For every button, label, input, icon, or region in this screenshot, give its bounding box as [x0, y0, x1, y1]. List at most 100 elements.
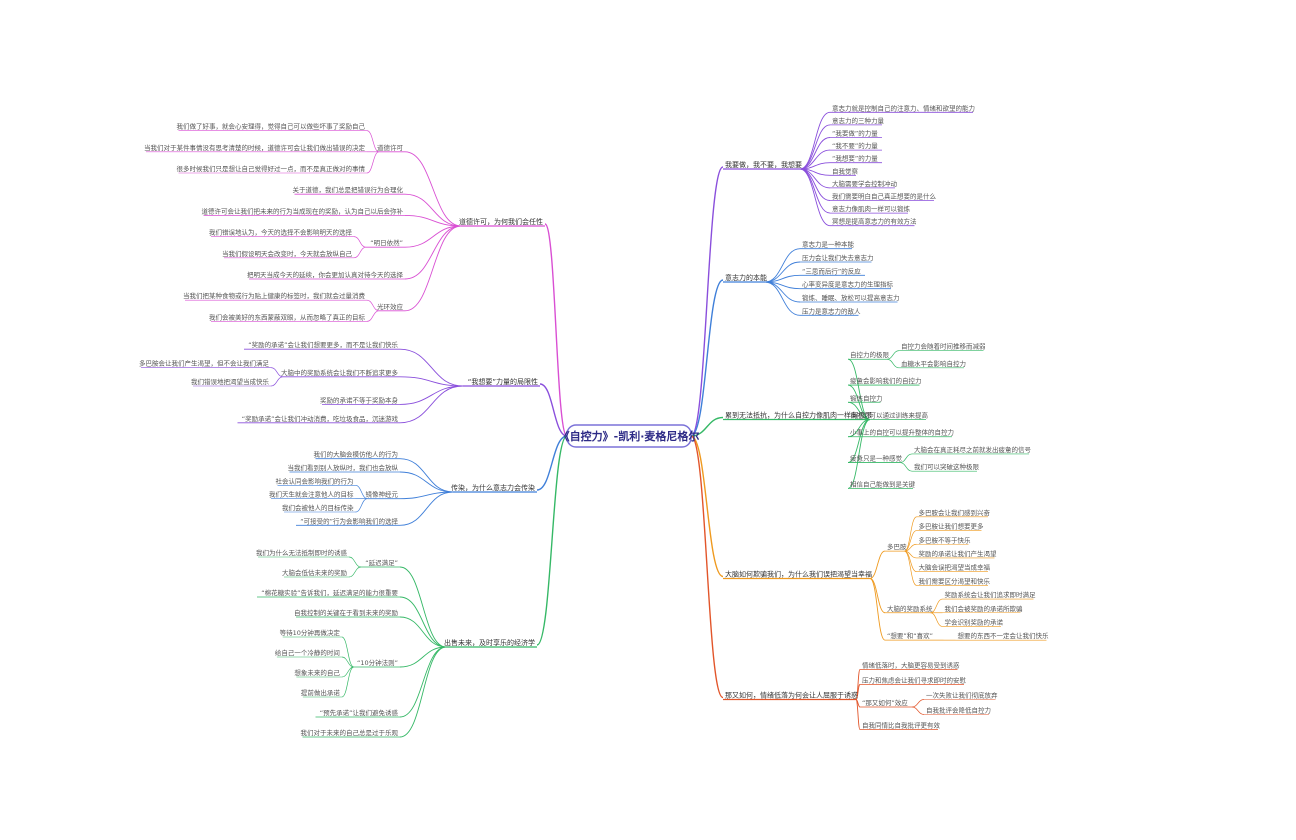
grandchild-node-label[interactable]: 我们天生就会注意他人的目标	[269, 490, 354, 499]
grandchild-node-label[interactable]: 血糖水平会影响自控力	[901, 359, 966, 368]
grandchild-node-label[interactable]: 等待10分钟再做决定	[280, 628, 341, 637]
grandchild-node-label[interactable]: 我们会被奖励的承诺所欺骗	[945, 604, 1024, 613]
child-node-label[interactable]: 意志力是一种本能	[802, 240, 855, 249]
branch-label[interactable]: 传染，为什么意志力会传染	[451, 483, 535, 492]
child-node-label[interactable]: 道德许可会让我们把未来的行为当成现在的奖励，认为自己以后会弥补	[202, 206, 404, 215]
child-node-label[interactable]: 意志力像肌肉一样可以锻炼	[832, 204, 911, 213]
grandchild-node-label[interactable]: 我们会被美好的东西蒙蔽双眼，从而忽略了真正的目标	[209, 312, 366, 321]
grandchild-node-label[interactable]: 多巴胺会让我们产生渴望，但不会让我们满足	[139, 359, 270, 368]
link-line	[855, 699, 861, 730]
child-node-label[interactable]: 心率变异度是意志力的生理指标	[802, 280, 894, 289]
child-node-label[interactable]: “10分钟法则”	[357, 658, 398, 667]
grandchild-node-label[interactable]: 奖励系统会让我们追求即时满足	[945, 590, 1037, 599]
child-node-label[interactable]: 冥想是提高意志力的有效方法	[832, 217, 917, 226]
child-node-label[interactable]: “延迟满足”	[365, 558, 398, 567]
child-node-label[interactable]: 多巴胺	[887, 542, 907, 551]
child-node-label[interactable]: 镜像神经元	[366, 490, 399, 499]
child-node-label[interactable]: 自我觉察	[832, 166, 859, 175]
grandchild-node-label[interactable]: 多巴胺让我们想要更多	[919, 522, 985, 531]
link-line	[764, 281, 801, 316]
branch-label[interactable]: 意志力的本能	[725, 273, 767, 282]
grandchild-node-label[interactable]: 社会认同会影响我们的行为	[276, 476, 354, 485]
grandchild-node-label[interactable]: 当我们把某种食物或行为贴上健康的标签时，我们就会过量消费	[183, 291, 366, 300]
child-node-label[interactable]: “奖励的承诺”会让我们想要更多，而不是让我们快乐	[248, 340, 398, 349]
child-node-label[interactable]: 光环效应	[377, 302, 404, 311]
child-node-label[interactable]: 奖励的承诺不等于奖励本身	[320, 395, 399, 404]
link-line	[869, 578, 886, 641]
child-node-label[interactable]: 自控力可以通过训练来提高	[850, 411, 929, 420]
branch-label[interactable]: 我要做，我不要，我想要	[725, 160, 802, 169]
grandchild-node-label[interactable]: 当我们假设明天会改变时，今天就会放纵自己	[222, 249, 353, 258]
child-node-label[interactable]: “三思而后行”的反应	[802, 266, 861, 275]
grandchild-node-label[interactable]: 自我批评会降低自控力	[926, 706, 991, 715]
child-node-label[interactable]: 情绪低落时，大脑更容易受到诱惑	[862, 661, 960, 670]
branch-label[interactable]: “我想要”力量的局限性	[468, 377, 538, 386]
grandchild-node-label[interactable]: 我们需要区分渴望和快乐	[919, 576, 991, 585]
child-node-label[interactable]: 疲惫会影响我们的自控力	[850, 376, 922, 385]
child-node-label[interactable]: 大脑需要学会控制冲动	[832, 179, 898, 188]
child-node-label[interactable]: 关于道德，我们总是把错误行为合理化	[293, 185, 404, 194]
grandchild-node-label[interactable]: 很多时候我们只是想让自己觉得好过一点，而不是真正做对的事情	[177, 164, 366, 173]
child-node-label[interactable]: “明日依然”	[370, 238, 403, 247]
child-node-label[interactable]: 我们需要明白自己真正想要的是什么	[832, 192, 937, 201]
grandchild-node-label[interactable]: 我们会被他人的目标传染	[282, 503, 354, 512]
child-node-label[interactable]: “预先承诺”让我们避免诱惑	[320, 708, 399, 717]
grandchild-node-label[interactable]: 当我们对于某件事情没有思考清楚的时候，道德许可会让我们做出错误的决定	[144, 143, 366, 152]
grandchild-node-label[interactable]: 我们错误地把渴望当成快乐	[191, 377, 270, 386]
child-node-label[interactable]: 疲惫只是一种感觉	[850, 454, 903, 463]
grandchild-node-label[interactable]: 想要的东西不一定会让我们快乐	[958, 631, 1050, 640]
grandchild-node-label[interactable]: 我们为什么无法抵制即时的诱惑	[256, 548, 348, 557]
grandchild-node-label[interactable]: 奖励的承诺让我们产生渴望	[919, 549, 998, 558]
child-node-label[interactable]: 压力会让我们失去意志力	[802, 253, 874, 262]
grandchild-node-label[interactable]: 我们做了好事，就会心安理得，觉得自己可以做些坏事了奖励自己	[177, 122, 366, 131]
link-line	[899, 453, 913, 463]
child-node-label[interactable]: 把明天当成今天的延续，你会更加认真对待今天的选择	[247, 270, 404, 279]
child-node-label[interactable]: “奖励承诺”会让我们冲动消费，吃垃圾食品，沉迷游戏	[242, 414, 399, 423]
child-node-label[interactable]: “我不要”的力量	[832, 141, 878, 150]
branch-label[interactable]: 出售未来，及时享乐的经济学	[444, 638, 535, 647]
grandchild-node-label[interactable]: 大脑会在真正耗尽之前就发出疲惫的信号	[914, 445, 1032, 454]
grandchild-node-label[interactable]: 多巴胺不等于快乐	[919, 535, 972, 544]
child-node-label[interactable]: “我想要”的力量	[832, 154, 878, 163]
child-node-label[interactable]: “那又如何”效应	[862, 698, 908, 707]
link-line	[399, 458, 454, 493]
child-node-label[interactable]: 当我们看到别人放纵时，我们也会放纵	[288, 463, 399, 472]
child-node-label[interactable]: 道德许可	[377, 143, 404, 152]
child-node-label[interactable]: 锻炼自控力	[850, 393, 883, 402]
child-node-label[interactable]: 大脑的奖励系统	[887, 604, 933, 613]
branch-label[interactable]: 累到无法抵抗，为什么自控力像肌肉一样有极限	[725, 411, 872, 420]
grandchild-node-label[interactable]: 给自己一个冷静的时间	[275, 648, 340, 657]
grandchild-node-label[interactable]: 提前做出承诺	[301, 688, 341, 697]
grandchild-node-label[interactable]: 我们错误地认为，今天的选择不会影响明天的选择	[209, 228, 353, 237]
child-node-label[interactable]: “我要做”的力量	[832, 129, 878, 138]
grandchild-node-label[interactable]: 一次失败让我们彻底放弃	[926, 691, 998, 700]
child-node-label[interactable]: 我们对于未来的自己总是过于乐观	[301, 728, 399, 737]
child-node-label[interactable]: 小事上的自控可以提升整体的自控力	[850, 428, 954, 437]
child-node-label[interactable]: “想要”和“喜欢”	[887, 631, 933, 640]
child-node-label[interactable]: 我们的大脑会模仿他人的行为	[314, 450, 399, 459]
child-node-label[interactable]: 锻炼、睡眠、放松可以提高意志力	[802, 293, 900, 302]
child-node-label[interactable]: “棉花糖实验”告诉我们，延迟满足的能力很重要	[261, 588, 398, 597]
branch-label[interactable]: 那又如何，情绪低落为何会让人屈服于诱惑	[725, 691, 858, 700]
grandchild-node-label[interactable]: 大脑会低估未来的奖励	[282, 568, 348, 577]
child-node-label[interactable]: 压力是意志力的敌人	[802, 306, 861, 315]
branch-label[interactable]: 道德许可，为何我们会任性	[459, 217, 543, 226]
child-node-label[interactable]: 意志力就是控制自己的注意力、情绪和欲望的能力	[832, 103, 975, 112]
root-node[interactable]: 《自控力》-凯利·麦格尼格尔	[559, 424, 700, 448]
child-node-label[interactable]: 自我同情比自我批评更有效	[862, 721, 941, 730]
child-node-label[interactable]: 大脑中的奖励系统会让我们不断追求更多	[281, 368, 399, 377]
grandchild-node-label[interactable]: 我们可以突破这种极限	[914, 462, 980, 471]
grandchild-node-label[interactable]: 学会识别奖励的承诺	[945, 617, 1004, 626]
child-node-label[interactable]: 压力和焦虑会让我们寻求即时的安慰	[862, 676, 967, 685]
child-node-label[interactable]: 意志力的三种力量	[832, 116, 885, 125]
branch-label[interactable]: 大脑如何欺骗我们，为什么我们误把渴望当幸福	[725, 570, 872, 579]
child-node-label[interactable]: “可接受的”行为会影响我们的选择	[300, 516, 398, 525]
link-line	[348, 566, 362, 578]
grandchild-node-label[interactable]: 多巴胺会让我们感到兴奋	[919, 508, 991, 517]
grandchild-node-label[interactable]: 想象未来的自己	[294, 668, 340, 677]
child-node-label[interactable]: 相信自己能做到是关键	[850, 479, 916, 488]
child-node-label[interactable]: 自控力的极限	[850, 350, 890, 359]
child-node-label[interactable]: 自我控制的关键在于看到未来的奖励	[294, 608, 399, 617]
grandchild-node-label[interactable]: 大脑会误把渴望当成幸福	[919, 563, 991, 572]
grandchild-node-label[interactable]: 自控力会随着时间推移而减弱	[901, 342, 986, 351]
